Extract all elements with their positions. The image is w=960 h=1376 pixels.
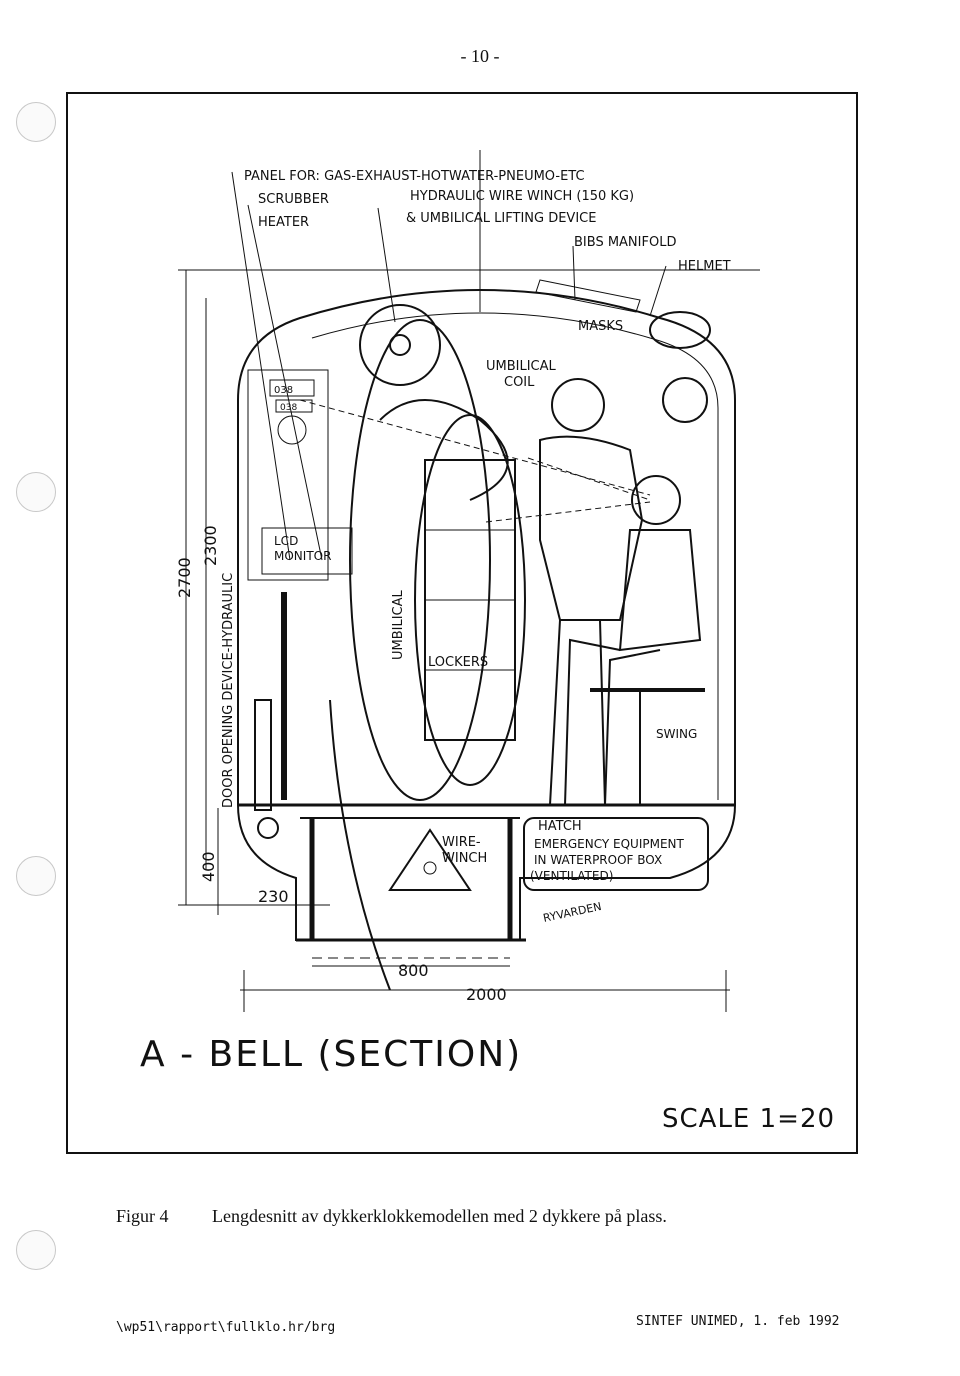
label-hatch: HATCH <box>538 819 582 834</box>
caption-text: Lengdesnitt av dykkerklokkemodellen med … <box>212 1206 667 1226</box>
punch-hole-icon <box>16 856 56 896</box>
label-scrubber: SCRUBBER <box>258 192 329 207</box>
label-umbilical-vertical: UMBILICAL <box>391 589 406 660</box>
dimension-offset: 230 <box>258 887 289 906</box>
dimension-hatch-width: 800 <box>398 961 429 980</box>
drawing-scale: SCALE 1=20 <box>662 1104 836 1134</box>
label-emergency-2: IN WATERPROOF BOX <box>534 853 662 867</box>
footer-org-date: SINTEF UNIMED, 1. feb 1992 <box>636 1314 840 1329</box>
label-hydraulic-winch: HYDRAULIC WIRE WINCH (150 KG) <box>410 189 634 204</box>
punch-hole-icon <box>16 102 56 142</box>
label-emergency-3: (VENTILATED) <box>530 869 613 883</box>
label-wire-winch-2: WINCH <box>442 851 487 866</box>
label-bibs-manifold: BIBS MANIFOLD <box>574 235 676 250</box>
dimension-height-lower: 400 <box>199 851 218 882</box>
warning-triangle-icon <box>388 828 472 891</box>
label-swing: SWING <box>656 727 697 741</box>
label-umbilical-lifting: & UMBILICAL LIFTING DEVICE <box>406 211 596 226</box>
dimension-height-total: 2700 <box>175 557 194 598</box>
dimension-height-inner: 2300 <box>201 525 220 566</box>
display-1: 038 <box>274 385 293 396</box>
label-lcd: LCD <box>274 534 298 548</box>
label-lockers: LOCKERS <box>428 655 488 670</box>
page-number: - 10 - <box>460 46 500 66</box>
label-emergency-1: EMERGENCY EQUIPMENT <box>534 837 685 851</box>
label-helmet: HELMET <box>678 259 731 274</box>
label-heater: HEATER <box>258 215 309 230</box>
punch-hole-icon <box>16 472 56 512</box>
label-umbilical-coil: UMBILICAL <box>486 359 557 374</box>
punch-hole-icon <box>16 1230 56 1270</box>
label-umbilical-coil-2: COIL <box>504 375 535 390</box>
label-wire-winch: WIRE- <box>442 835 481 850</box>
drawing-frame <box>66 92 858 1154</box>
label-monitor: MONITOR <box>274 549 331 563</box>
label-door-opening: DOOR OPENING DEVICE-HYDRAULIC <box>221 573 236 808</box>
dimension-width-total: 2000 <box>466 985 507 1004</box>
label-panel: PANEL FOR: GAS-EXHAUST-HOTWATER-PNEUMO-E… <box>244 169 585 184</box>
bell-hull <box>237 289 736 941</box>
label-masks: MASKS <box>578 319 623 334</box>
drawing-title: A - BELL (SECTION) <box>140 1034 523 1075</box>
signature: RYVARDEN <box>542 900 603 925</box>
display-2: 038 <box>280 403 297 413</box>
caption-label: Figur 4 <box>116 1206 169 1226</box>
footer-path: \wp51\rapport\fullklo.hr/brg <box>116 1320 336 1335</box>
